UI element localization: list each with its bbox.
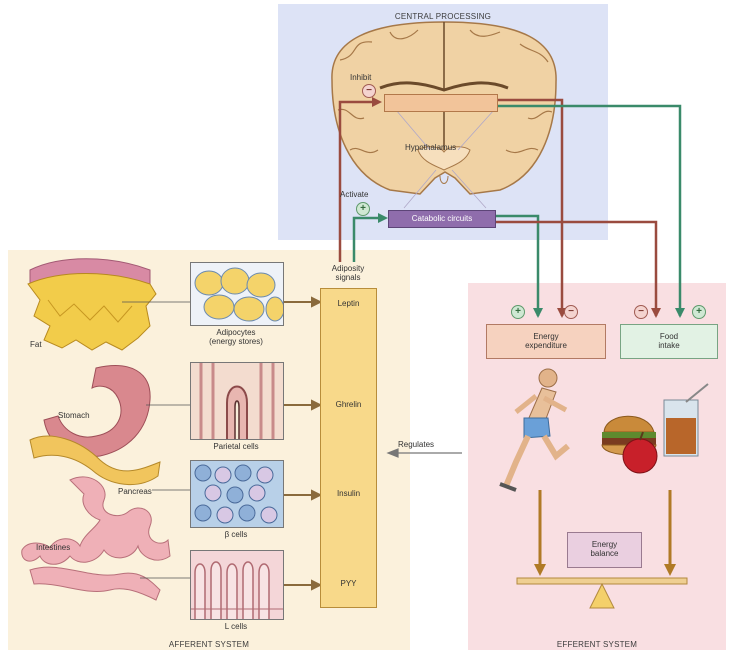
l-cells-thumbnail [190, 550, 284, 620]
energy-expenditure-plus-icon: + [511, 305, 525, 319]
hormone-pyy: PYY [321, 579, 376, 588]
energy-expenditure-minus-icon: − [564, 305, 578, 319]
brain-illustration [332, 22, 556, 208]
food-illustration [602, 384, 708, 473]
food-intake-line1: Food [621, 332, 717, 341]
energy-balance-line1: Energy [568, 540, 641, 549]
fat-label: Fat [30, 340, 42, 349]
hormone-leptin: Leptin [321, 299, 376, 308]
l-cells-label: L cells [190, 622, 282, 631]
parietal-cells-label: Parietal cells [190, 442, 282, 451]
central-processing-title: CENTRAL PROCESSING [278, 12, 608, 21]
inhibit-minus-icon: − [362, 84, 376, 98]
hormone-insulin: Insulin [321, 489, 376, 498]
parietal-cells-thumbnail [190, 362, 284, 440]
anabolic-circuits-box [384, 94, 498, 112]
beta-cells-label: β cells [190, 530, 282, 539]
food-intake-plus-icon: + [692, 305, 706, 319]
activate-plus-icon: + [356, 202, 370, 216]
stomach-label: Stomach [58, 411, 90, 420]
stomach-illustration [30, 366, 160, 485]
pancreas-label: Pancreas [118, 487, 152, 496]
regulates-label: Regulates [398, 440, 434, 449]
inhibit-label: Inhibit [350, 73, 371, 82]
catabolic-circuits-label: Catabolic circuits [389, 214, 495, 223]
catabolic-circuits-box: Catabolic circuits [388, 210, 496, 228]
runner-illustration [500, 369, 568, 490]
energy-balance-box: Energy balance [567, 532, 642, 568]
adiposity-signals-label: Adiposity signals [318, 264, 378, 282]
efferent-system-title: EFFERENT SYSTEM [468, 640, 726, 649]
fat-illustration [28, 259, 156, 350]
adipocytes-thumbnail [190, 262, 284, 326]
food-intake-box: Food intake [620, 324, 718, 359]
beta-cells-thumbnail [190, 460, 284, 528]
energy-expenditure-box: Energy expenditure [486, 324, 606, 359]
signal-hormone-bar: Leptin Ghrelin Insulin PYY [320, 288, 377, 608]
food-intake-line2: intake [621, 341, 717, 350]
hormone-ghrelin: Ghrelin [321, 400, 376, 409]
afferent-system-title: AFFERENT SYSTEM [8, 640, 410, 649]
food-intake-minus-icon: − [634, 305, 648, 319]
energy-balance-line2: balance [568, 549, 641, 558]
activate-label: Activate [340, 190, 368, 199]
energy-expenditure-line1: Energy [487, 332, 605, 341]
intestines-label: Intestines [36, 543, 70, 552]
energy-expenditure-line2: expenditure [487, 341, 605, 350]
adipocytes-label: Adipocytes (energy stores) [190, 328, 282, 346]
hypothalamus-label: Hypothalamus [405, 143, 456, 152]
